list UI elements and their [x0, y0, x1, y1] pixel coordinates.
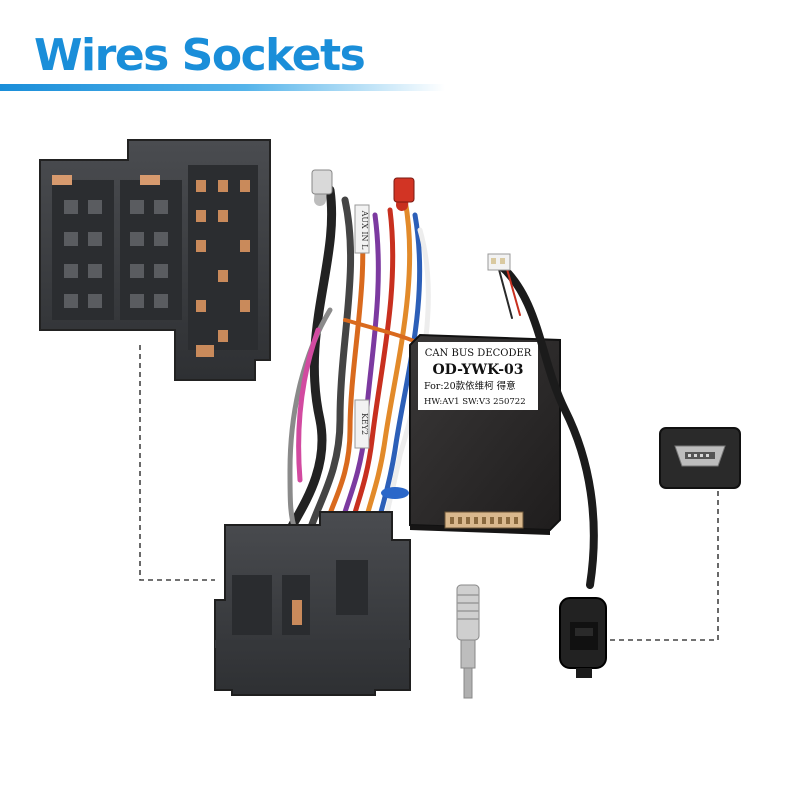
usb-plug-image: [559, 597, 607, 678]
wire-tags: AUX IN L KEY2: [354, 204, 409, 499]
usb-cable: [496, 261, 598, 589]
decoder-label-line2: OD-YWK-03: [432, 362, 523, 378]
decoder-label-line4: HW:AV1 SW:V3 250722: [424, 397, 526, 407]
aux-wire-tag: AUX IN L: [360, 210, 369, 250]
iso-connector-image: [39, 139, 271, 381]
decoder-label-line3: For:20款依维柯 得意: [424, 380, 516, 392]
leader-line-iso: [139, 345, 215, 581]
title-underline: [0, 84, 445, 91]
harness-connector-image: [214, 511, 411, 696]
small-connector-plug: [487, 253, 511, 271]
key-wire-tag: KEY2: [360, 413, 369, 435]
leader-line-usb: [610, 490, 719, 641]
antenna-adapter-image: [456, 584, 480, 699]
canbus-decoder-image: CAN BUS DECODER OD-YWK-03 For:20款依维柯 得意 …: [409, 333, 561, 535]
leader-lines: [139, 345, 719, 641]
mini-usb-port-image: [659, 427, 741, 489]
page-title: Wires Sockets: [34, 30, 366, 81]
rca-plugs: [311, 169, 415, 203]
decoder-label-line1: CAN BUS DECODER: [425, 348, 532, 359]
